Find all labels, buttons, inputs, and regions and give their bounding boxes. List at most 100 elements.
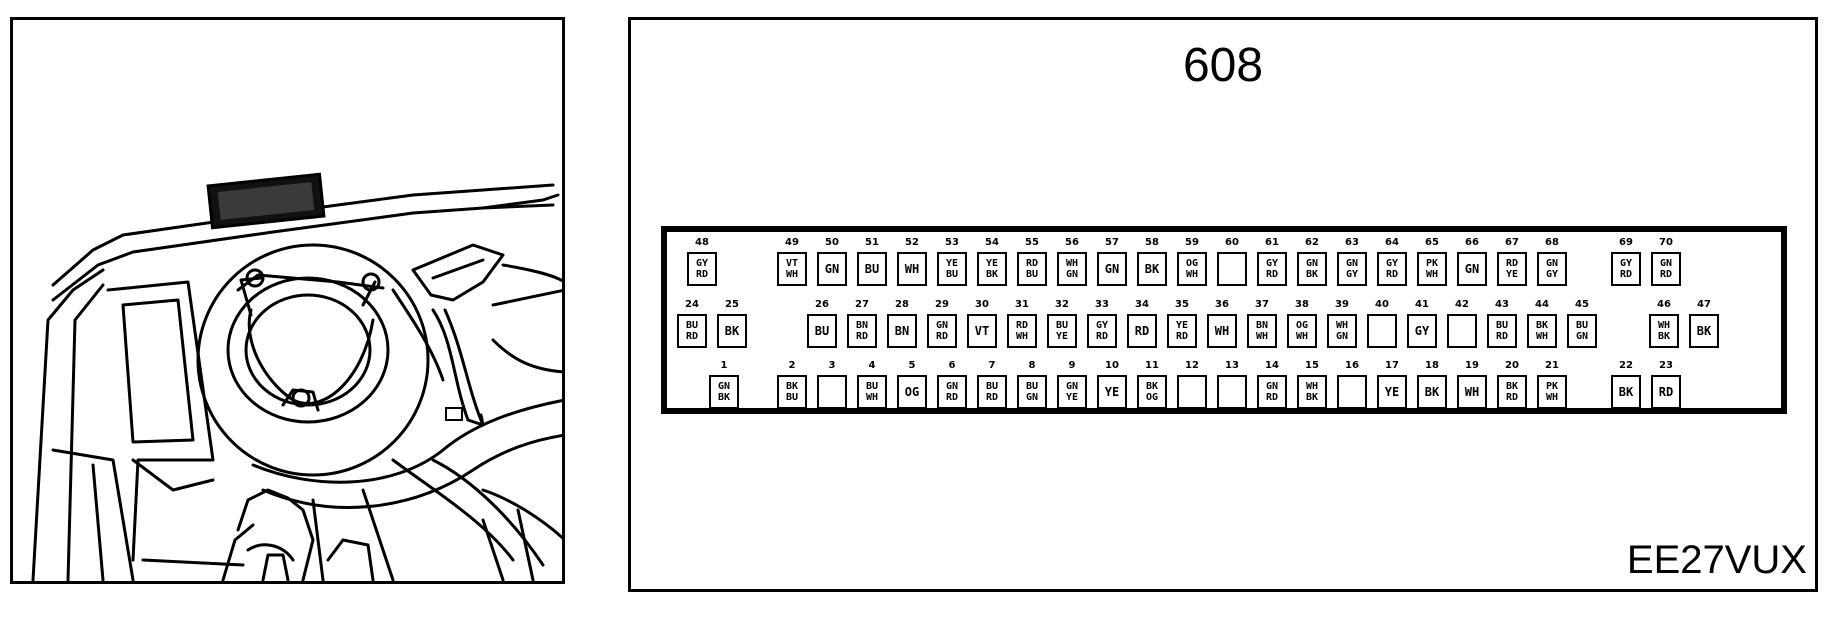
pin-cavity-5: OG [897, 375, 927, 409]
wire-color-code: GN [1345, 258, 1359, 269]
pin-number-41: 41 [1415, 299, 1429, 310]
wire-color-code: YE [1384, 384, 1400, 399]
pin-cavity-41: GY [1407, 314, 1437, 348]
pin-number-7: 7 [988, 360, 996, 371]
pin-cavity-50: GN [817, 252, 847, 286]
wire-color-code: WH [865, 392, 879, 403]
pin-number-53: 53 [945, 237, 959, 248]
wire-color-code: RD [1134, 323, 1150, 338]
wire-color-code: BU [945, 269, 959, 280]
pin-cavity-66: GN [1457, 252, 1487, 286]
pin-number-21: 21 [1545, 360, 1559, 371]
wire-color-code: OG [1185, 258, 1199, 269]
pin-number-2: 2 [788, 360, 796, 371]
wire-color-code: WH [1255, 331, 1269, 342]
engine-bay-drawing [31, 172, 562, 581]
wire-color-code: BU [1495, 320, 1509, 331]
pin-number-3: 3 [828, 360, 836, 371]
wire-color-code: RD [1025, 258, 1039, 269]
wire-color-code: RD [1175, 331, 1189, 342]
pin-cavity-42 [1447, 314, 1477, 348]
wire-color-code: BK [1535, 320, 1549, 331]
pin-cavity-3 [817, 375, 847, 409]
pin-number-69: 69 [1619, 237, 1633, 248]
pin-number-67: 67 [1505, 237, 1519, 248]
wire-color-code: GN [1575, 331, 1589, 342]
engine-bay-illustration [10, 17, 565, 584]
pin-cavity-47: BK [1689, 314, 1719, 348]
pin-number-37: 37 [1255, 299, 1269, 310]
wire-color-code: BU [1055, 320, 1069, 331]
pin-number-8: 8 [1028, 360, 1036, 371]
pin-number-43: 43 [1495, 299, 1509, 310]
pin-number-38: 38 [1295, 299, 1309, 310]
pin-number-13: 13 [1225, 360, 1239, 371]
pin-cavity-10: YE [1097, 375, 1127, 409]
wire-color-code: GY [1385, 258, 1399, 269]
wire-color-code: RD [1658, 384, 1674, 399]
wire-color-code: PK [1545, 381, 1559, 392]
pin-number-52: 52 [905, 237, 919, 248]
pin-number-51: 51 [865, 237, 879, 248]
wire-color-code: RD [985, 392, 999, 403]
pin-cavity-23: RD [1651, 375, 1681, 409]
connector-number-title: 608 [1182, 39, 1264, 92]
wire-color-code: RD [1505, 258, 1519, 269]
wire-color-code: BU [1025, 381, 1039, 392]
wire-color-code: WH [1335, 320, 1349, 331]
pin-number-24: 24 [685, 299, 699, 310]
pin-number-10: 10 [1105, 360, 1119, 371]
wire-color-code: PK [1425, 258, 1439, 269]
wire-color-code: BU [1575, 320, 1589, 331]
wire-color-code: BU [685, 320, 699, 331]
wire-color-code: OG [1295, 320, 1309, 331]
wire-color-code: RD [1095, 331, 1109, 342]
wire-color-code: BK [1145, 381, 1159, 392]
wire-color-code: GN [1659, 258, 1673, 269]
pin-number-66: 66 [1465, 237, 1479, 248]
pin-number-18: 18 [1425, 360, 1439, 371]
wire-color-code: YE [945, 258, 959, 269]
pin-number-44: 44 [1535, 299, 1549, 310]
pin-cavity-40 [1367, 314, 1397, 348]
wire-color-code: GN [1335, 331, 1349, 342]
pin-number-27: 27 [855, 299, 869, 310]
wire-color-code: VT [974, 323, 990, 338]
wire-color-code: BN [1255, 320, 1269, 331]
pin-number-56: 56 [1065, 237, 1079, 248]
wire-color-code: GY [1414, 323, 1430, 338]
wire-color-code: RD [945, 392, 959, 403]
pin-number-40: 40 [1375, 299, 1389, 310]
wire-color-code: GN [1265, 381, 1279, 392]
pin-number-26: 26 [815, 299, 829, 310]
pin-number-50: 50 [825, 237, 839, 248]
wire-color-code: WH [904, 261, 920, 276]
wire-color-code: WH [785, 269, 799, 280]
wire-color-code: RD [1505, 392, 1519, 403]
pin-number-64: 64 [1385, 237, 1399, 248]
wire-color-code: WH [1657, 320, 1671, 331]
pin-number-48: 48 [695, 237, 709, 248]
wire-color-code: WH [1305, 381, 1319, 392]
wire-color-code: YE [1175, 320, 1189, 331]
pin-number-68: 68 [1545, 237, 1559, 248]
wire-color-code: WH [1545, 392, 1559, 403]
pin-number-29: 29 [935, 299, 949, 310]
